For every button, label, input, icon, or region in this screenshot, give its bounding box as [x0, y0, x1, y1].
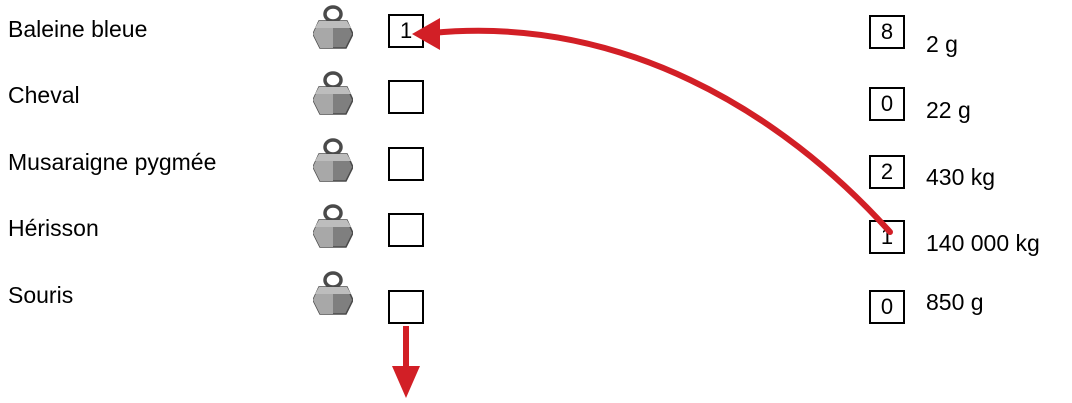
animal-label-herisson: Hérisson — [8, 215, 99, 241]
answer-box-musaraigne[interactable] — [388, 147, 424, 181]
weight-icon — [313, 270, 353, 316]
answer-box-baleine[interactable]: 1 — [388, 14, 424, 48]
answer-box-herisson[interactable] — [388, 213, 424, 247]
mass-label-2g: 2 g — [926, 31, 958, 57]
animal-label-cheval: Cheval — [8, 82, 80, 108]
weight-icon — [313, 4, 353, 50]
mass-label-430kg: 430 kg — [926, 164, 996, 190]
animal-label-souris: Souris — [8, 282, 74, 308]
code-box-850g: 0 — [869, 290, 905, 324]
animal-label-baleine: Baleine bleue — [8, 16, 148, 42]
animal-label-musaraigne: Musaraigne pygmée — [8, 149, 217, 175]
weight-icon — [313, 137, 353, 183]
code-box-140000kg: 1 — [869, 220, 905, 254]
code-box-430kg: 2 — [869, 155, 905, 189]
mass-label-22g: 22 g — [926, 97, 971, 123]
code-box-2g: 8 — [869, 15, 905, 49]
down-arrow-head-icon — [392, 366, 420, 398]
weight-icon — [313, 70, 353, 116]
curved-arrow-icon — [429, 27, 893, 235]
mass-label-850g: 850 g — [926, 289, 984, 315]
answer-box-souris[interactable] — [388, 290, 424, 324]
weight-icon — [313, 203, 353, 249]
code-box-22g: 0 — [869, 87, 905, 121]
mass-label-140000kg: 140 000 kg — [926, 230, 1040, 256]
answer-box-cheval[interactable] — [388, 80, 424, 114]
